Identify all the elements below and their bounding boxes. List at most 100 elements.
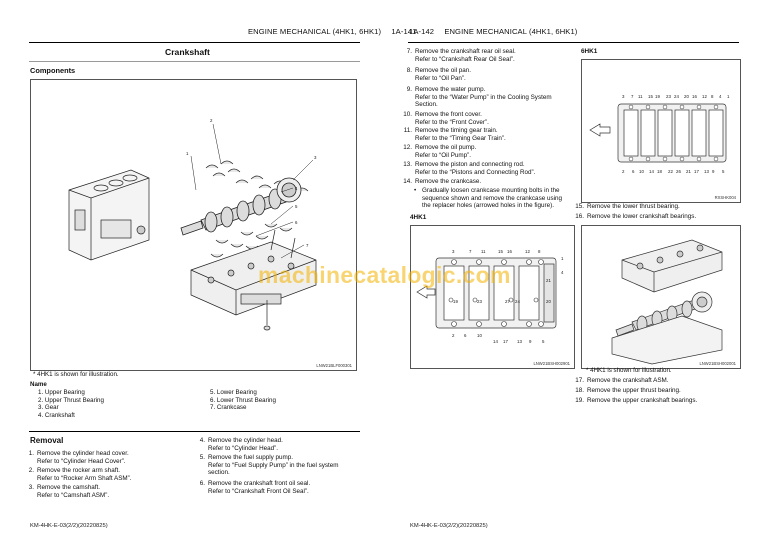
bolt-number: 14 <box>649 169 654 174</box>
4hk1-figure-id: LNW21BSH002901 <box>533 361 570 366</box>
name-item: 2. Upper Thrust Bearing <box>38 396 104 404</box>
step-16: 16. Remove the lower crankshaft bearings… <box>575 213 697 220</box>
4hk1-crankcase-drawing: 3 7 11 15 16 12 8 1 4 21 20 19 23 27 24 … <box>416 249 564 344</box>
callout-6: 6 <box>295 220 298 225</box>
removal-step-4: 4. Remove the cylinder head. Refer to “C… <box>199 437 283 452</box>
right-page-header: 1A-142 ENGINE MECHANICAL (4HK1, 6HK1) <box>409 27 577 36</box>
callout-1: 1 <box>186 151 189 156</box>
step-12: 12. Remove the oil pump. Refer to “Oil P… <box>403 144 477 159</box>
label-6hk1: 6HK1 <box>581 48 598 55</box>
left-header-page-number: 1A-141 <box>391 27 417 36</box>
bolt-number: 5 <box>722 169 725 174</box>
bolt-number: 19 <box>453 299 458 304</box>
bolt-number: 19 <box>655 94 660 99</box>
bolt-number: 11 <box>638 94 643 99</box>
bolt-number: 21 <box>546 278 551 283</box>
names-list-left: 1. Upper Bearing 2. Upper Thrust Bearing… <box>38 389 104 419</box>
bolt-number: 20 <box>684 94 689 99</box>
bolt-number: 8 <box>711 94 714 99</box>
removal-step-3: 3. Remove the camshaft. Refer to “Camsha… <box>28 484 110 499</box>
bolt-number: 12 <box>702 94 707 99</box>
bolt-number: 5 <box>542 339 545 344</box>
bolt-number: 6 <box>632 169 635 174</box>
bolt-number: 22 <box>668 169 673 174</box>
bolt-number: 10 <box>477 333 482 338</box>
removal-step-1: 1. Remove the cylinder head cover. Refer… <box>28 450 129 465</box>
replacer-hole-arrow-icon <box>416 285 436 299</box>
callout-3: 3 <box>314 155 317 160</box>
bolt-number: 18 <box>657 169 662 174</box>
crankshaft-removal-figure: LNW21BSH002001 <box>581 225 741 369</box>
6hk1-crankcase-drawing: 3 7 11 15 19 23 24 20 16 12 8 4 1 2 6 10… <box>589 94 730 174</box>
name-item: 5. Lower Bearing <box>210 389 257 396</box>
crankshaft-exploded-drawing: 1 2 3 4 5 6 7 <box>68 118 317 331</box>
step-13: 13. Remove the piston and connecting rod… <box>403 161 536 176</box>
components-heading: Components <box>30 66 76 75</box>
bolt-number: 7 <box>631 94 634 99</box>
right-header-rule <box>408 42 739 43</box>
left-header-title: ENGINE MECHANICAL (4HK1, 6HK1) <box>248 27 382 36</box>
left-page-header: ENGINE MECHANICAL (4HK1, 6HK1) 1A-141 <box>248 27 416 36</box>
bolt-number: 4 <box>561 270 564 275</box>
removal-figure-id: LNW21BSH002001 <box>699 361 736 366</box>
bolt-number: 11 <box>481 249 486 254</box>
components-figure: 1 2 3 4 5 6 7 LNW21BLF000301 <box>30 79 357 371</box>
removal-step-6: 6. Remove the crankshaft front oil seal.… <box>199 480 311 495</box>
right-footer: KM-4HK-E-03(2/2)(20220825) <box>410 523 488 529</box>
bolt-number: 20 <box>546 299 551 304</box>
left-footer: KM-4HK-E-03(2/2)(20220825) <box>30 523 108 529</box>
callout-2: 2 <box>210 118 213 123</box>
callout-4: 4 <box>295 186 298 191</box>
step-10: 10. Remove the front cover. Refer to the… <box>403 111 489 126</box>
bolt-number: 16 <box>692 94 697 99</box>
bolt-number: 7 <box>469 249 472 254</box>
bolt-number: 17 <box>503 339 508 344</box>
step-7: 7. Remove the crankshaft rear oil seal. … <box>406 48 516 63</box>
section-title: Crankshaft <box>165 47 210 57</box>
step-17: 17. Remove the crankshaft ASM. <box>575 377 669 384</box>
bolt-number: 1 <box>727 94 730 99</box>
step-14-bullet: • Gradually loosen crankcase mounting bo… <box>414 187 563 210</box>
removal-heading: Removal <box>30 436 64 445</box>
bolt-number: 2 <box>452 333 455 338</box>
name-item: 6. Lower Thrust Bearing <box>210 396 276 404</box>
step-11: 11. Remove the timing gear train. Refer … <box>403 127 506 142</box>
bolt-number: 9 <box>529 339 532 344</box>
4hk1-bolt-sequence-figure: 3 7 11 15 16 12 8 1 4 21 20 19 23 27 24 … <box>410 225 575 369</box>
left-header-rule <box>29 42 360 43</box>
bolt-number: 10 <box>639 169 644 174</box>
bolt-number: 3 <box>622 94 625 99</box>
6hk1-figure-id: RXSHK004 <box>714 195 736 200</box>
name-item: 3. Gear <box>38 404 59 412</box>
bolt-number: 14 <box>493 339 498 344</box>
bolt-number: 17 <box>694 169 699 174</box>
right-header-title: ENGINE MECHANICAL (4HK1, 6HK1) <box>444 27 578 36</box>
section-title-rule <box>29 61 360 62</box>
removal-rule <box>29 431 360 432</box>
replacer-hole-arrow-icon <box>589 123 611 137</box>
name-item: 1. Upper Bearing <box>38 389 85 396</box>
name-heading: Name <box>30 381 47 388</box>
bolt-number: 4 <box>719 94 722 99</box>
step-8: 8. Remove the oil pan. Refer to “Oil Pan… <box>406 67 472 82</box>
bolt-number: 15 <box>498 249 503 254</box>
bolt-number: 13 <box>704 169 709 174</box>
bolt-number: 21 <box>686 169 691 174</box>
bolt-number: 13 <box>517 339 522 344</box>
watermark: machinecatalogic.com <box>258 262 511 288</box>
name-item: 4. Crankshaft <box>38 411 75 419</box>
bolt-number: 23 <box>477 299 482 304</box>
step-19: 19. Remove the upper crankshaft bearings… <box>575 397 698 404</box>
removal-step-5: 5. Remove the fuel supply pump. Refer to… <box>199 454 339 477</box>
step-18: 18. Remove the upper thrust bearing. <box>575 387 681 394</box>
callout-7: 7 <box>306 243 309 248</box>
step-9: 9. Remove the water pump. Refer to the “… <box>406 86 552 109</box>
bolt-number: 12 <box>525 249 530 254</box>
right-figure-note: * 4HK1 is shown for illustration. <box>586 367 672 374</box>
bolt-number: 8 <box>538 249 541 254</box>
bolt-number: 2 <box>622 169 625 174</box>
removal-step-2: 2. Remove the rocker arm shaft. Refer to… <box>28 467 132 482</box>
bolt-number: 9 <box>712 169 715 174</box>
step-15: 15. Remove the lower thrust bearing. <box>575 203 680 210</box>
name-item: 7. Crankcase <box>210 404 247 412</box>
